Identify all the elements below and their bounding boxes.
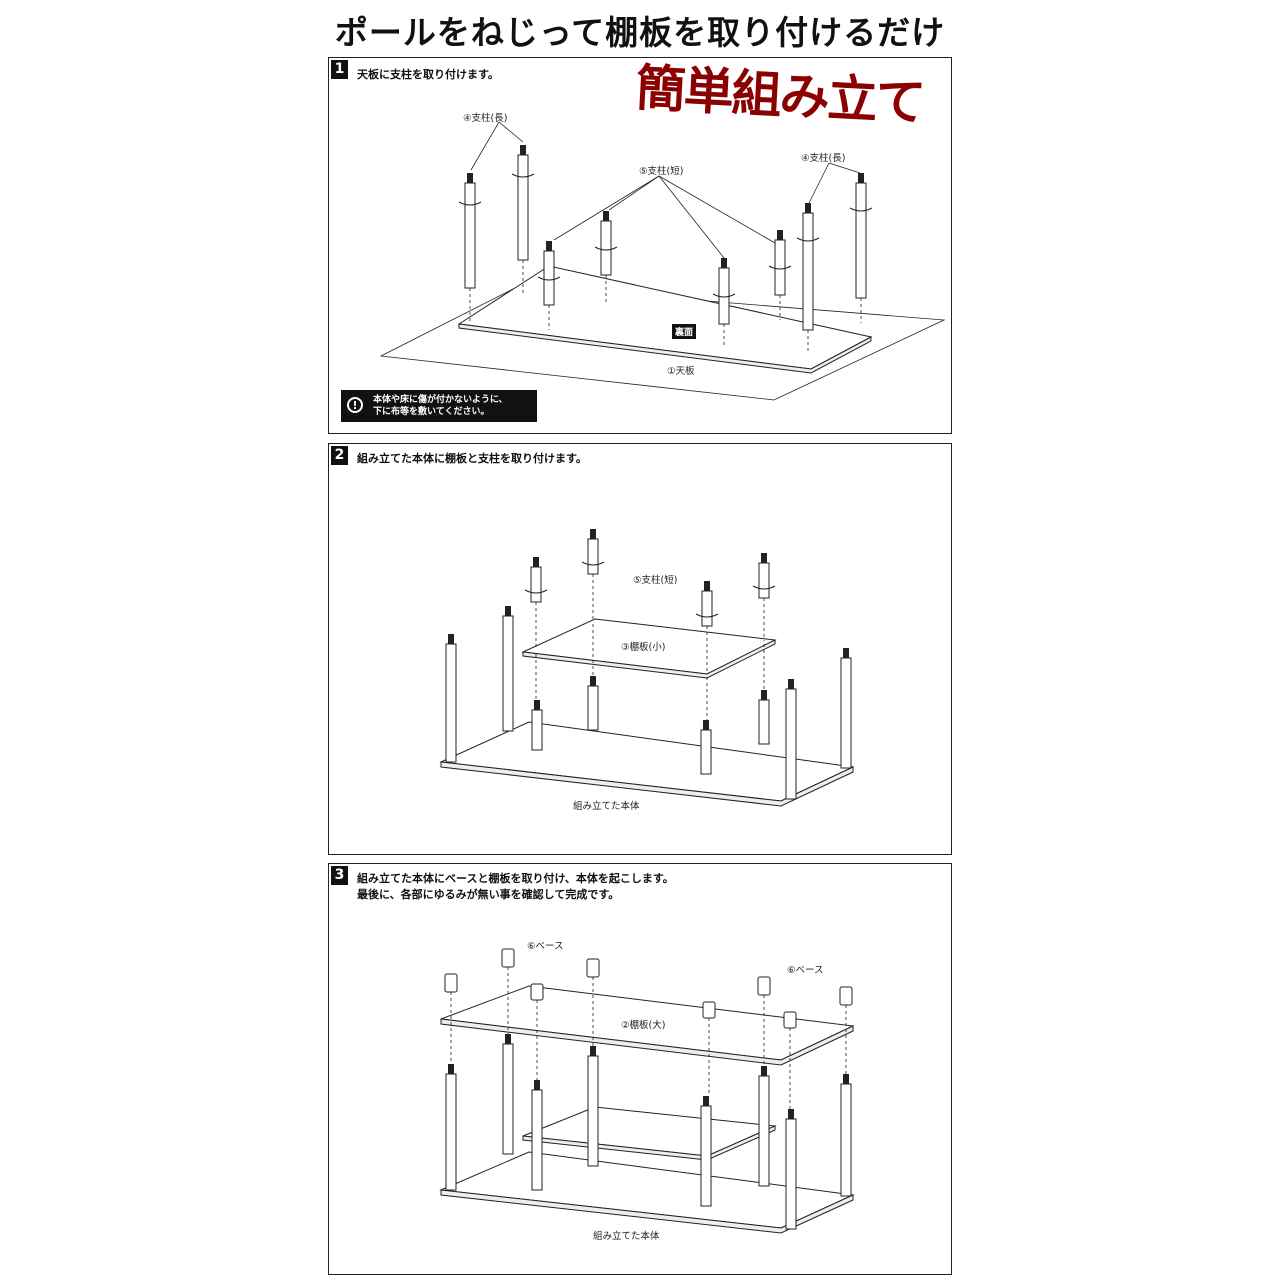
step3-panel: 3 組み立てた本体にベースと棚板を取り付け、本体を起こします。 最後に、各部にゆ…: [328, 863, 952, 1275]
base-long-post-4: [840, 657, 852, 769]
step2-posts: [445, 538, 852, 800]
step3-instruction-line-2: 最後に、各部にゆるみが無い事を確認して完成です。: [357, 888, 620, 901]
base-short-post-3: [700, 729, 712, 775]
step3-instruction-line-1: 組み立てた本体にベースと棚板を取り付け、本体を起こします。: [357, 872, 674, 885]
label-large-shelf: ②棚板(大): [621, 1020, 666, 1031]
base-long-post-3: [785, 688, 797, 800]
step1-guide-lines: [469, 260, 862, 353]
step1-instruction: 天板に支柱を取り付けます。: [357, 68, 499, 81]
large-shelf-edge: [440, 1018, 854, 1066]
base-short-post-2: [587, 685, 599, 731]
short-post-1: [543, 250, 555, 306]
step2-instruction: 組み立てた本体に棚板と支柱を取り付けます。: [357, 452, 587, 465]
new-short-post-3: [701, 590, 713, 627]
long-post-4: [855, 182, 867, 299]
label-base-right: ⑥ベース: [787, 965, 824, 976]
long-post-2: [517, 154, 529, 261]
base-cap-2: [501, 948, 515, 968]
step2-panel: 2 組み立てた本体に棚板と支柱を取り付けます。: [328, 443, 952, 855]
short-post-3: [718, 267, 730, 325]
label-long-post-right: ④支柱(長): [801, 153, 846, 164]
headline: ポールをねじって棚板を取り付けるだけ: [334, 13, 946, 52]
label-table-top: ①天板: [667, 366, 695, 377]
new-short-post-4: [758, 562, 770, 599]
base-long-post-2: [502, 615, 514, 732]
step1-diagram: [379, 121, 946, 401]
new-short-post-1: [530, 566, 542, 603]
step2-number: 2: [331, 446, 348, 465]
caution-box: ! 本体や床に傷が付かないように、 下に布等を敷いてください。: [341, 390, 537, 422]
mid-post-1: [531, 1089, 543, 1191]
floor-cloth: [379, 285, 946, 401]
base-cap-4: [757, 976, 771, 996]
mid-post-3: [700, 1105, 712, 1207]
step1-post-tips: [467, 145, 864, 268]
base-long-post-1: [445, 643, 457, 763]
base-cap-7: [702, 1001, 716, 1019]
step2-guide-lines: [535, 574, 765, 720]
label-long-post-left: ④支柱(長): [463, 113, 508, 124]
caution-line-2: 下に布等を敷いてください。: [373, 407, 490, 417]
base-cap-8: [783, 1011, 797, 1029]
mid-post-2: [587, 1055, 599, 1167]
step2-diagram: [439, 529, 855, 807]
step1-number: 1: [331, 60, 348, 79]
base-short-post-1: [531, 709, 543, 751]
short-post-2: [600, 220, 612, 276]
label-back-side: 裏面: [672, 324, 697, 339]
mid-post-4: [758, 1075, 770, 1187]
rotate-arrow-icon: [458, 173, 873, 298]
table-top-edge: [458, 323, 872, 374]
easy-assembly-badge: 簡単組み立て: [634, 58, 926, 132]
base-cap-1: [444, 973, 458, 993]
assembled-top-edge: [440, 1189, 854, 1234]
exclamation-circle-icon: !: [347, 397, 363, 413]
small-shelf: [522, 1106, 777, 1157]
label-short-post: ⑤支柱(短): [639, 166, 684, 177]
label-assembled-body: 組み立てた本体: [593, 1231, 660, 1242]
long-post-1: [464, 182, 476, 289]
rotate-arrow-icon: [524, 561, 776, 618]
base-short-post-4: [758, 699, 770, 745]
long-post-4: [840, 1083, 852, 1197]
base-caps: [444, 948, 853, 1029]
long-post-2: [502, 1043, 514, 1155]
caution-line-1: 本体や床に傷が付かないように、: [373, 395, 508, 405]
new-short-post-2: [587, 538, 599, 575]
long-post-1: [445, 1073, 457, 1191]
long-post-3: [785, 1118, 797, 1230]
step3-post-tips: [448, 1034, 849, 1119]
step3-guide-lines: [450, 967, 847, 1109]
label-small-shelf: ③棚板(小): [621, 642, 666, 653]
label-short-post: ⑤支柱(短): [633, 575, 678, 586]
step3-diagram: [439, 948, 855, 1234]
small-shelf-edge: [522, 639, 776, 679]
short-post-4: [774, 239, 786, 296]
long-post-3: [802, 212, 814, 331]
step2-post-tips: [448, 529, 849, 730]
step1-leader-lines: [470, 121, 861, 259]
label-assembled-body: 組み立てた本体: [573, 801, 640, 812]
assembled-top-edge: [440, 761, 854, 807]
label-base-left: ⑥ベース: [527, 941, 564, 952]
base-cap-5: [839, 986, 853, 1006]
base-cap-6: [530, 983, 544, 1001]
base-cap-3: [586, 958, 600, 978]
step3-number: 3: [331, 866, 348, 885]
step1-panel: 1 天板に支柱を取り付けます。: [328, 57, 952, 434]
